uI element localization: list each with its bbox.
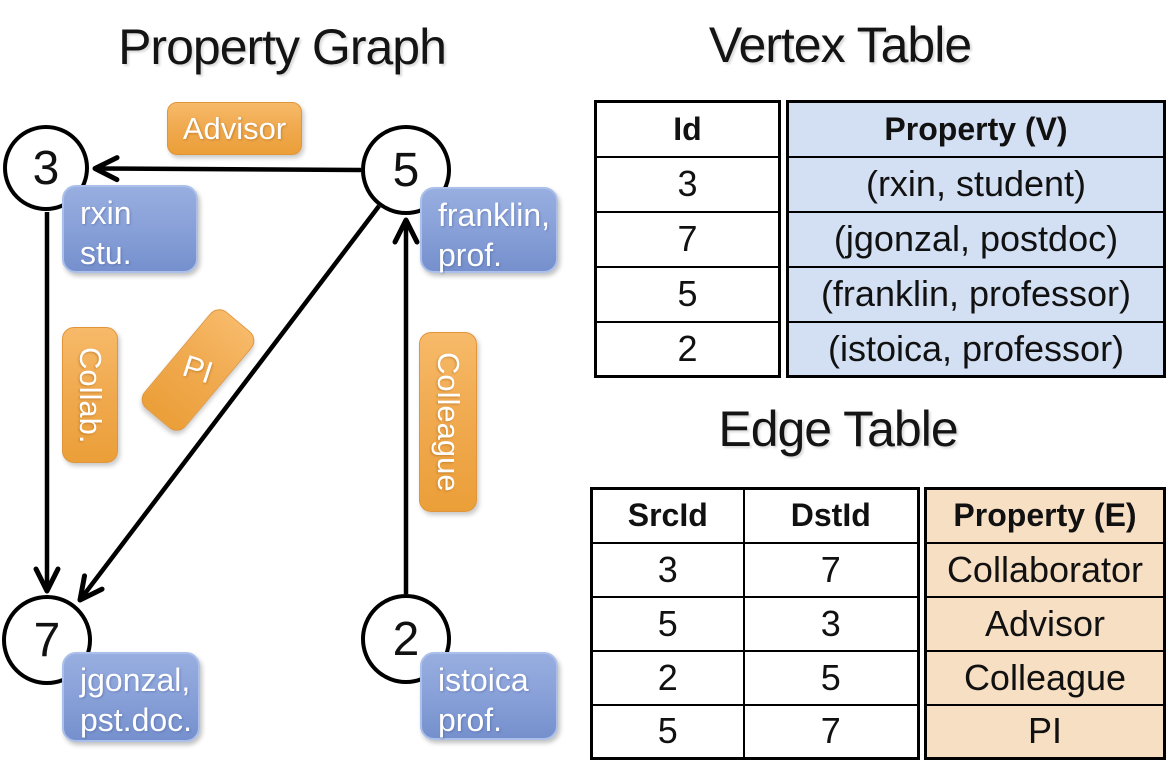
vertex-property-box-franklin: franklin, prof. [420,187,558,273]
vertex-id-cell: 2 [594,320,781,378]
table-row: 3 7 [590,541,920,598]
table-row: 5 7 [590,703,920,760]
edge-dstid-cell: 7 [742,541,920,598]
vertex-property-cell: (rxin, student) [786,155,1166,213]
table-row: 5 3 [590,595,920,652]
edge-property-cell: PI [924,703,1166,760]
table-row: Advisor [924,595,1166,652]
edge-5-to-3 [92,155,362,183]
table-row: (jgonzal, postdoc) [786,210,1166,268]
vertex-property-cell: (franklin, professor) [786,265,1166,323]
edge-dstid-cell: 3 [742,595,920,652]
edge-label-advisor: Advisor [167,102,302,155]
edge-label-colleague: Colleague [419,332,477,512]
edge-srcid-cell: 2 [590,649,745,706]
table-row: 2 5 [590,649,920,706]
edge-srcid-cell: 3 [590,541,745,598]
vertex-property-line: istoica [438,662,529,698]
vertex-property-line: jgonzal, [80,662,191,698]
vertex-property-box-rxin: rxin stu. [62,185,198,273]
property-graph-title: Property Graph [118,19,447,75]
vertex-id-label: 3 [32,141,60,195]
vertex-table-id-column: Id 3 7 5 2 [594,100,781,378]
vertex-property-box-istoica: istoica prof. [420,652,558,740]
vertex-id-cell: 7 [594,210,781,268]
edge-table-property-column: Property (E) Collaborator Advisor Collea… [924,487,1166,760]
edge-table-id-columns: SrcId DstId 3 7 5 3 2 5 5 7 [590,487,920,760]
table-row: (franklin, professor) [786,265,1166,323]
vertex-table-property-column: Property (V) (rxin, student) (jgonzal, p… [786,100,1166,378]
edge-property-cell: Colleague [924,649,1166,706]
vertex-table-header-id: Id [594,100,781,158]
vertex-id-cell: 3 [594,155,781,213]
table-row: (istoica, professor) [786,320,1166,378]
edge-label-pi: PI [136,304,260,436]
vertex-table-header-property: Property (V) [786,100,1166,158]
vertex-property-line: prof. [438,702,503,738]
edge-dstid-cell: 7 [742,703,920,760]
vertex-property-line: franklin, [438,197,551,233]
table-row: PI [924,703,1166,760]
edge-table-header-property: Property (E) [924,487,1166,544]
table-row: 7 [594,210,781,268]
vertex-property-cell: (istoica, professor) [786,320,1166,378]
vertex-property-line: rxin [80,195,132,231]
edge-dstid-cell: 5 [742,649,920,706]
table-row: 2 [594,320,781,378]
edge-label-collab: Collab. [62,327,118,463]
edge-table-header-dstid: DstId [742,487,920,544]
table-row: 3 [594,155,781,213]
edge-srcid-cell: 5 [590,595,745,652]
vertex-id-cell: 5 [594,265,781,323]
vertex-property-line: prof. [438,237,503,273]
vertex-property-box-jgonzal: jgonzal, pst.doc. [62,652,200,742]
table-row: Colleague [924,649,1166,706]
table-row: Collaborator [924,541,1166,598]
vertex-property-line: pst.doc. [80,702,193,738]
edge-table-header-srcid: SrcId [590,487,745,544]
vertex-id-label: 5 [392,143,420,197]
vertex-circle-5: 5 [361,125,451,215]
vertex-id-label: 2 [392,612,420,666]
vertex-table-title: Vertex Table [708,17,972,73]
vertex-circle-3: 3 [3,125,89,211]
edge-property-cell: Collaborator [924,541,1166,598]
table-row: 5 [594,265,781,323]
vertex-id-label: 7 [33,613,61,667]
vertex-property-cell: (jgonzal, postdoc) [786,210,1166,268]
edge-table-title: Edge Table [718,401,958,457]
table-row: (rxin, student) [786,155,1166,213]
edge-property-cell: Advisor [924,595,1166,652]
vertex-property-line: stu. [80,235,132,271]
edge-srcid-cell: 5 [590,703,745,760]
edge-label-pi-text: PI [178,348,218,391]
